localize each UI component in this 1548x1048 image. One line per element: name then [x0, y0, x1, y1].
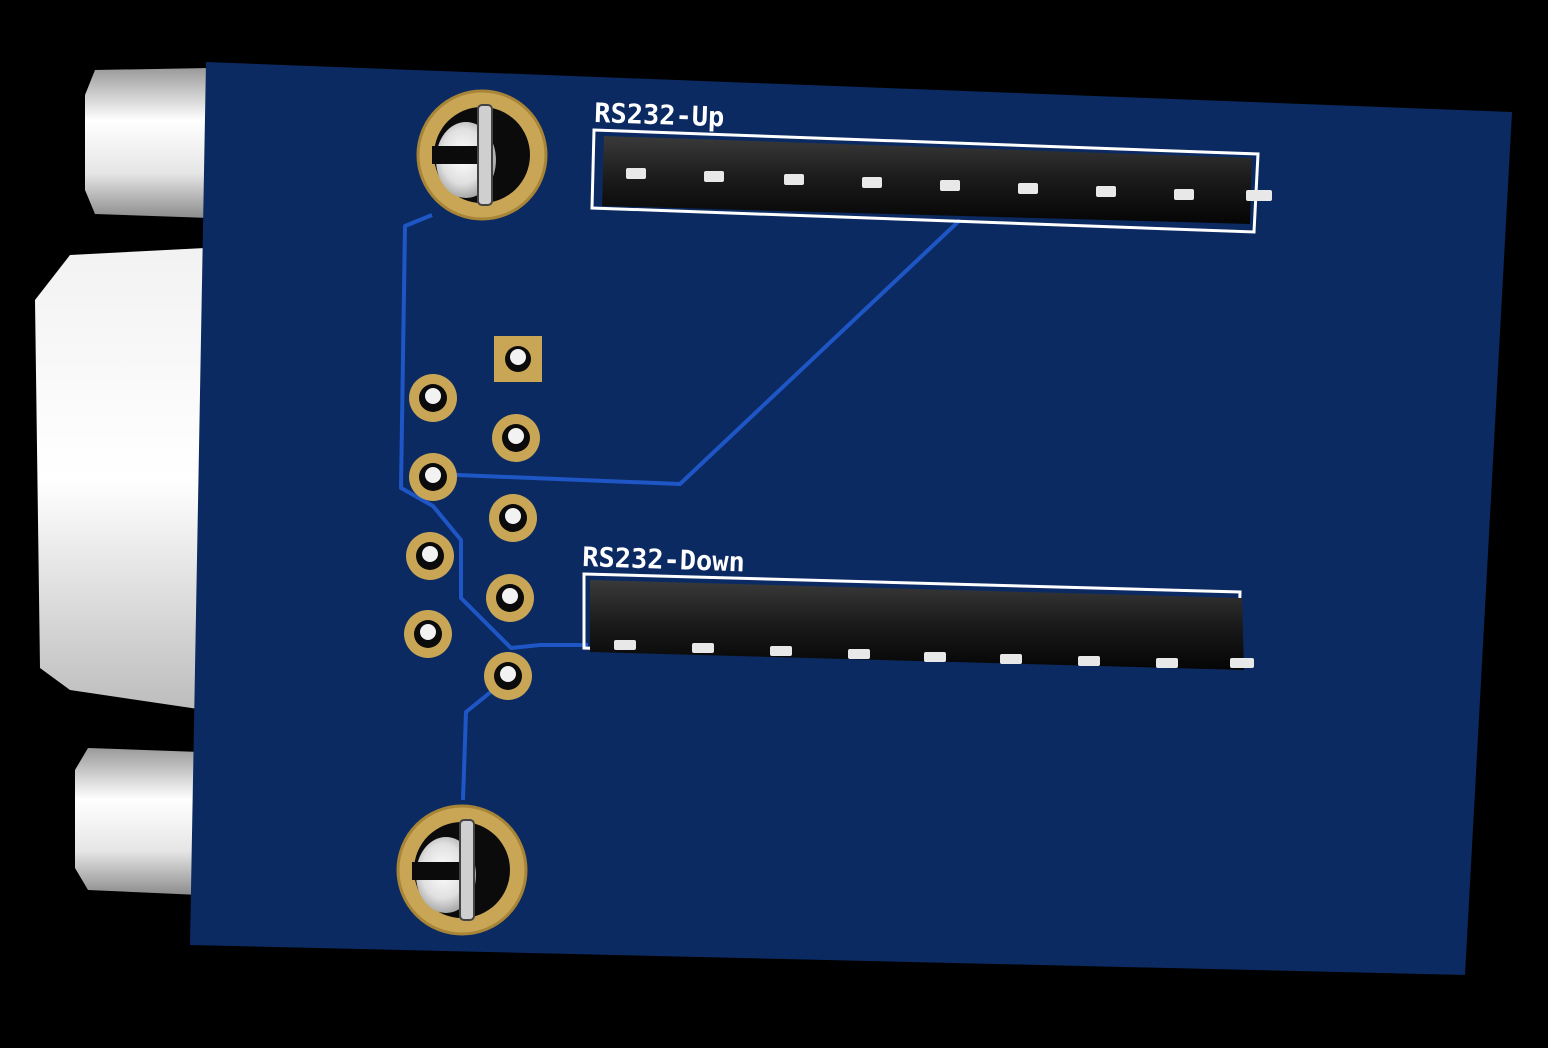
db9-connector: [35, 68, 210, 895]
header-down-pin: [848, 649, 870, 659]
db9-pad-1-square: [494, 336, 542, 382]
header-up-pin: [940, 180, 960, 191]
header-down-pin: [924, 652, 946, 662]
bottom-mount-hole: [396, 804, 528, 936]
header-up-pin: [862, 177, 882, 188]
pcb-board: [190, 62, 1512, 975]
db9-pad-4: [409, 453, 457, 501]
header-up-pin: [1246, 190, 1272, 201]
header-up-pins: [626, 168, 1272, 201]
top-mount-hole: [416, 89, 548, 221]
header-down-pin: [692, 643, 714, 653]
header-down-pin: [1078, 656, 1100, 666]
header-rs232-down: [582, 572, 1254, 670]
db9-pad-3: [492, 414, 540, 462]
header-down-pin: [770, 646, 792, 656]
header-rs232-up: [590, 128, 1272, 234]
db9-pad-7: [486, 574, 534, 622]
header-up-pin: [704, 171, 724, 182]
db9-pad-2: [409, 374, 457, 422]
db9-pad-5: [489, 494, 537, 542]
header-up-body: [602, 136, 1252, 224]
header-up-pin: [784, 174, 804, 185]
header-down-pin: [1230, 658, 1254, 668]
db9-top-standoff: [85, 68, 210, 218]
db9-pad-8: [404, 610, 452, 658]
trace-top-mount-to-pin: [399, 213, 588, 650]
header-up-pin: [1018, 183, 1038, 194]
header-up-silk-outline: [590, 128, 1260, 234]
trace-pin-to-up-header: [432, 218, 962, 486]
db9-pad-6: [406, 532, 454, 580]
header-up-pin: [626, 168, 646, 179]
header-down-pins: [614, 640, 1254, 668]
header-down-pin: [1000, 654, 1022, 664]
header-up-pin: [1096, 186, 1116, 197]
db9-pads: [404, 336, 542, 700]
db9-pad-9: [484, 652, 532, 700]
db9-bottom-standoff: [75, 748, 200, 895]
label-rs232-down: RS232-Down: [582, 542, 746, 578]
header-up-pin: [1174, 189, 1194, 200]
label-rs232-up: RS232-Up: [594, 98, 725, 133]
db9-shell: [35, 248, 205, 710]
header-down-pin: [1156, 658, 1178, 668]
header-down-pin: [614, 640, 636, 650]
header-down-body: [590, 580, 1244, 670]
